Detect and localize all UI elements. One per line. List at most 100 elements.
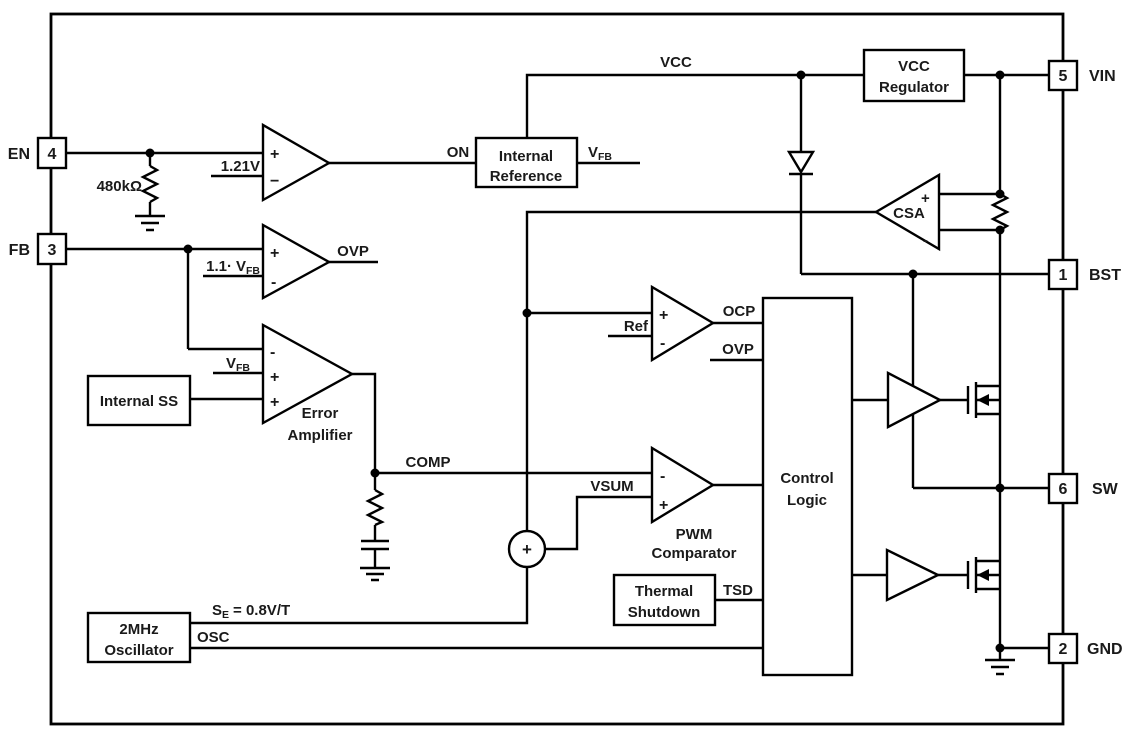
pin-en: 4 EN xyxy=(8,136,68,170)
junction-sense-bottom xyxy=(995,225,1005,235)
pwm-comparator-label2: Comparator xyxy=(651,545,736,562)
vcc-label: VCC xyxy=(660,54,692,71)
pin-en-label: EN xyxy=(8,146,30,163)
ocp-label: OCP xyxy=(723,303,756,320)
wire-se xyxy=(190,567,529,625)
wire-vcc xyxy=(525,73,1049,140)
wire-comp xyxy=(352,372,652,475)
pin-bst: 1 BST xyxy=(1047,258,1121,291)
error-amplifier-triangle xyxy=(261,322,355,426)
signal-labels: 480kΩ 1.21V ON VFB VCC 1.1·VFB OVP VFB C… xyxy=(97,54,756,646)
oscillator-label1: 2MHz xyxy=(119,621,158,638)
ovp-comparator-triangle xyxy=(261,222,332,301)
junction-comp xyxy=(370,468,380,478)
internal-ss-label: Internal SS xyxy=(100,393,178,410)
pin-sw: 6 SW xyxy=(1047,472,1119,505)
block-oscillator: 2MHz Oscillator xyxy=(86,611,192,664)
pwm-comparator-triangle xyxy=(650,445,716,525)
ovp-in-label: OVP xyxy=(722,341,754,358)
pwm-comparator-label1: PWM xyxy=(676,526,713,543)
hs-driver-triangle xyxy=(886,371,943,429)
ls-gate-wire xyxy=(938,488,1002,648)
ocp-comparator: + - xyxy=(650,284,716,363)
wire-fb xyxy=(66,247,264,351)
control-logic-label2: Logic xyxy=(787,492,827,509)
high-side-mosfet xyxy=(940,382,1002,488)
en-comparator-triangle xyxy=(261,122,332,203)
error-amplifier-label1: Error xyxy=(302,405,339,422)
vfb-in-label: VFB xyxy=(226,355,250,374)
junction-csa-ocp xyxy=(522,308,532,318)
pwm-comparator-minus: - xyxy=(660,468,665,485)
junction-dots xyxy=(145,70,1005,653)
ref-label: Ref xyxy=(624,318,649,335)
ground-en xyxy=(135,214,165,232)
pin-en-number: 4 xyxy=(48,146,57,163)
vcc-regulator-label1: VCC xyxy=(898,58,930,75)
high-side-gate-driver xyxy=(886,371,943,429)
control-logic-box xyxy=(761,296,854,677)
thermal-shutdown-box xyxy=(612,573,717,627)
junction-en xyxy=(145,148,155,158)
junction-sw xyxy=(995,483,1005,493)
ocp-comparator-plus: + xyxy=(659,307,668,324)
ocp-comparator-triangle xyxy=(650,284,716,363)
low-side-gate-driver xyxy=(885,548,941,602)
vcc-regulator-label2: Regulator xyxy=(879,79,949,96)
block-control-logic: Control Logic xyxy=(761,296,854,677)
hs-body-arrow xyxy=(977,394,989,406)
on-label: ON xyxy=(447,144,470,161)
en-comparator-minus: − xyxy=(270,173,279,190)
diode-triangle xyxy=(786,150,816,175)
pwm-comparator-plus: + xyxy=(659,497,668,514)
vfb-out-label: VFB xyxy=(588,144,612,163)
ls-body-arrow xyxy=(977,569,989,581)
ovp-comparator-minus: - xyxy=(271,274,276,291)
resistor-480k xyxy=(140,164,160,204)
block-vcc-regulator: VCC Regulator xyxy=(862,48,966,103)
ovp-comparator-plus: + xyxy=(270,245,279,262)
pin-sw-box xyxy=(1047,472,1079,505)
control-logic-label1: Control xyxy=(780,470,833,487)
junction-vcc-diode xyxy=(796,70,806,80)
osc-label: OSC xyxy=(197,629,230,646)
csa-plus: + xyxy=(921,190,930,207)
wire-vin-sense xyxy=(940,75,1002,386)
bootstrap-diode xyxy=(786,150,816,176)
summing-circle xyxy=(507,529,547,569)
pin-fb-number: 3 xyxy=(48,242,57,259)
comp-rc-network xyxy=(360,473,390,582)
error-amplifier-plus1: + xyxy=(270,369,279,386)
pin-vin-number: 5 xyxy=(1059,68,1068,85)
error-amplifier-plus2: + xyxy=(270,394,279,411)
wire-gnd-pin xyxy=(985,646,1049,676)
block-internal-ss: Internal SS xyxy=(86,374,192,427)
ovp-threshold-label: 1.1·VFB xyxy=(206,258,260,277)
wire-sum-out xyxy=(545,495,652,551)
pin-vin-box xyxy=(1047,59,1079,92)
en-comparator-plus: + xyxy=(270,146,279,163)
pin-vin: 5 VIN xyxy=(1047,59,1116,92)
thermal-shutdown-label1: Thermal xyxy=(635,583,693,600)
pin-bst-box xyxy=(1047,258,1079,291)
pin-gnd-label: GND xyxy=(1087,641,1123,658)
pin-gnd: 2 GND xyxy=(1047,632,1123,665)
internal-ss-box xyxy=(86,374,192,427)
junction-bst xyxy=(908,269,918,279)
summing-plus: + xyxy=(522,540,532,559)
block-thermal-shutdown: Thermal Shutdown xyxy=(612,573,717,627)
error-amplifier-minus: - xyxy=(270,344,275,361)
resistor-480k-label: 480kΩ xyxy=(97,178,142,195)
pwm-comparator: - + PWM Comparator xyxy=(650,445,737,562)
thermal-shutdown-label2: Shutdown xyxy=(628,604,700,621)
en-threshold-label: 1.21V xyxy=(221,158,260,175)
pin-fb-label: FB xyxy=(9,242,30,259)
oscillator-box xyxy=(86,611,192,664)
block-internal-reference: Internal Reference xyxy=(474,136,579,189)
ovp-comparator: + - xyxy=(261,222,332,301)
wire-diode-bst xyxy=(799,75,1049,276)
wire-csa-out xyxy=(525,210,876,531)
csa-minus: - xyxy=(923,232,928,249)
